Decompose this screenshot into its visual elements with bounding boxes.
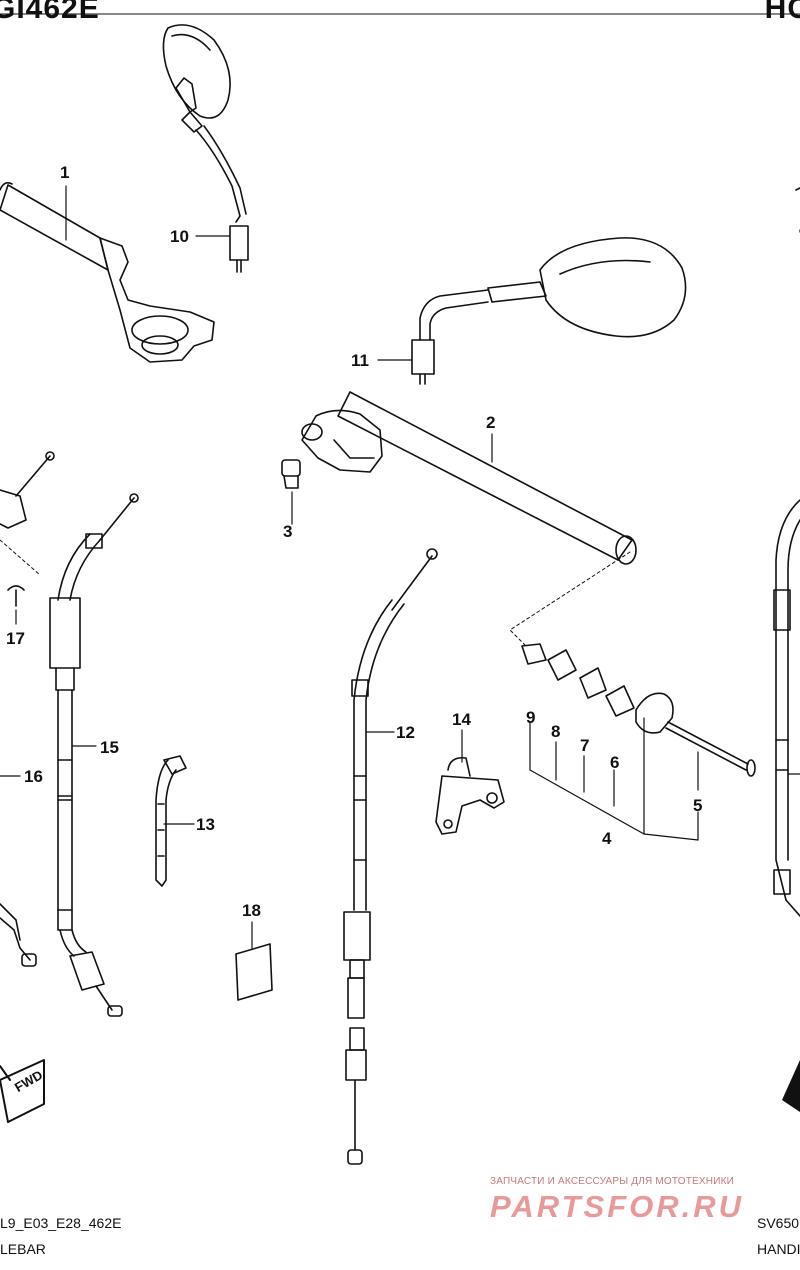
part-weight-6 <box>605 685 635 717</box>
watermark-brand: PARTSFOR.RU <box>490 1189 745 1224</box>
leader-lines <box>0 185 800 949</box>
right-edge-arrow-icon <box>782 1060 800 1112</box>
callout-16[interactable]: 16 <box>24 767 43 786</box>
part-bar-end-5 <box>635 692 756 777</box>
part-cable-12 <box>343 548 438 1165</box>
footer-code-right: SV650 <box>757 1215 800 1231</box>
callout-14[interactable]: 14 <box>452 710 471 729</box>
part-weight-8 <box>547 649 577 681</box>
watermark-tagline: ЗАПЧАСТИ И АКСЕССУАРЫ ДЛЯ МОТОТЕХНИКИ <box>490 1176 735 1187</box>
part-cable-tie-13 <box>155 755 187 887</box>
part-bracket-14 <box>435 756 505 835</box>
callout-17[interactable]: 17 <box>6 629 25 648</box>
callout-7[interactable]: 7 <box>580 736 590 755</box>
callout-8[interactable]: 8 <box>551 722 561 741</box>
callout-12[interactable]: 12 <box>396 723 415 742</box>
leader-group-4 <box>529 717 699 841</box>
part-cable-15 <box>49 493 139 1017</box>
footer-title-left: LEBAR <box>0 1241 46 1257</box>
callout-13[interactable]: 13 <box>196 815 215 834</box>
callout-4[interactable]: 4 <box>602 829 612 848</box>
callout-10[interactable]: 10 <box>170 227 189 246</box>
callout-15[interactable]: 15 <box>100 738 119 757</box>
fwd-arrow-icon <box>0 1059 45 1123</box>
callout-2[interactable]: 2 <box>486 413 496 432</box>
callout-6[interactable]: 6 <box>610 753 620 772</box>
part-bolt-3 <box>281 459 301 489</box>
part-cable-right-edge <box>773 187 800 917</box>
part-right-mirror <box>411 237 687 385</box>
footer-code-left: L9_E03_E28_462E <box>0 1215 122 1231</box>
guide-line-bar-end <box>509 551 631 647</box>
part-screw-17 <box>7 585 25 607</box>
header-code-left: GI462E <box>0 0 100 25</box>
callout-9[interactable]: 9 <box>526 708 536 727</box>
part-left-mirror <box>162 24 249 273</box>
callout-3[interactable]: 3 <box>283 522 293 541</box>
part-cable-16 <box>0 451 55 967</box>
callout-5[interactable]: 5 <box>693 796 703 815</box>
part-left-handlebar <box>0 182 215 363</box>
footer-title-right: HANDI <box>757 1241 800 1257</box>
part-right-handlebar <box>301 391 637 565</box>
part-nut-9 <box>521 643 547 665</box>
header-code-right: HC <box>764 0 800 25</box>
part-weight-7 <box>579 667 607 699</box>
callout-1[interactable]: 1 <box>60 163 70 182</box>
callout-11[interactable]: 11 <box>351 351 369 370</box>
part-label-18 <box>235 943 273 1001</box>
callout-18[interactable]: 18 <box>242 901 261 920</box>
guide-line-17 <box>0 539 41 576</box>
